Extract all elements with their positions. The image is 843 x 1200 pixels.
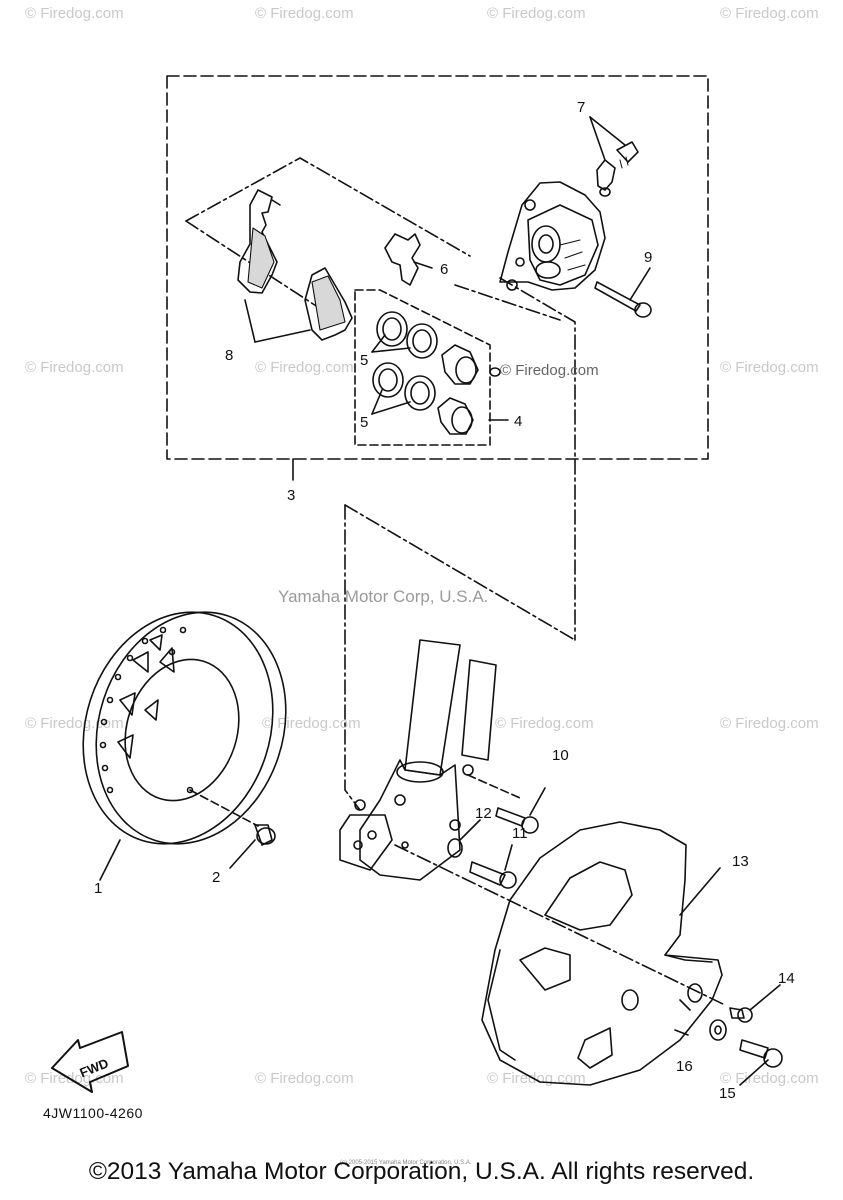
- watermark: © Firedog.com: [255, 5, 354, 22]
- part-label: 13: [732, 853, 749, 870]
- alignment-line: [344, 504, 576, 641]
- cover-bolt: [729, 1007, 753, 1023]
- tiny-credit: (c) 2005-2015 Yamaha Motor Corporation, …: [340, 1160, 472, 1166]
- caliper-piston: [437, 397, 474, 435]
- leader-line: [371, 347, 411, 353]
- disc-screw: [254, 824, 276, 846]
- alignment-line: [454, 284, 561, 321]
- watermark: © Firedog.com: [720, 359, 819, 376]
- seal-kit-box: [354, 289, 491, 446]
- part-label: 11: [512, 825, 528, 842]
- leader-line: [371, 389, 383, 415]
- leader-line: [679, 867, 721, 916]
- watermark: © Firedog.com: [255, 1070, 354, 1087]
- leader-line: [99, 839, 121, 881]
- piston-seal: [406, 323, 438, 359]
- piston-seal: [372, 362, 404, 398]
- watermark: © Firedog.com: [262, 715, 361, 732]
- part-label: 16: [676, 1058, 693, 1075]
- part-label: 4: [514, 413, 522, 430]
- brake-pad: [237, 189, 281, 294]
- part-label: 2: [212, 869, 220, 886]
- part-label: 9: [644, 249, 652, 266]
- alignment-line: [344, 504, 361, 811]
- alignment-line: [394, 844, 726, 1006]
- front-fork: [339, 639, 497, 881]
- leader-line: [413, 261, 433, 269]
- part-label: 7: [577, 99, 585, 116]
- part-label: 10: [552, 747, 569, 764]
- cover-bolt: [739, 1039, 783, 1068]
- center-watermark: Yamaha Motor Corp, U.S.A.: [278, 587, 489, 606]
- pad-support-clip: [384, 233, 421, 286]
- piston-seal: [376, 311, 408, 347]
- leader-line: [244, 299, 256, 343]
- brake-disc: [82, 611, 287, 845]
- watermark: © Firedog.com: [495, 715, 594, 732]
- disc-cover: [481, 821, 723, 1086]
- watermark: © Firedog.com: [487, 5, 586, 22]
- watermark: © Firedog.com: [25, 715, 124, 732]
- watermark: © Firedog.com: [25, 359, 124, 376]
- piston-seal: [404, 375, 436, 411]
- watermark: © Firedog.com: [255, 359, 354, 376]
- alignment-line: [467, 774, 521, 799]
- caliper-bolt: [594, 281, 652, 318]
- part-label: 1: [94, 880, 102, 897]
- watermark: © Firedog.com: [25, 5, 124, 22]
- leader-line: [749, 984, 781, 1011]
- part-label: 12: [475, 805, 492, 822]
- leader-line: [589, 116, 606, 161]
- caliper-mount-bolt: [495, 807, 539, 834]
- alignment-line: [499, 277, 576, 641]
- part-code: 4JW1100-4260: [43, 1105, 143, 1121]
- alignment-line: [189, 789, 259, 827]
- leader-line: [229, 839, 256, 869]
- washer: [447, 838, 463, 858]
- piston-dot: [489, 367, 501, 377]
- copyright-text: ©2013 Yamaha Motor Corporation, U.S.A. A…: [88, 1158, 755, 1185]
- brake-caliper: [499, 181, 606, 291]
- cover-washer: [709, 1019, 727, 1041]
- part-label: 15: [719, 1085, 736, 1102]
- leader-line: [371, 401, 411, 415]
- leader-line: [589, 116, 626, 146]
- watermark-group: © Firedog.com © Firedog.com © Firedog.co…: [25, 5, 819, 1087]
- part-label: 8: [225, 347, 233, 364]
- caliper-piston: [441, 344, 479, 385]
- part-label: 14: [778, 970, 795, 987]
- brake-pad: [304, 267, 353, 341]
- leader-line: [371, 334, 386, 353]
- fwd-arrow-icon: [51, 1031, 129, 1093]
- part-label: 3: [287, 487, 295, 504]
- watermark: © Firedog.com: [25, 1070, 124, 1087]
- bleed-screw: [596, 141, 639, 197]
- watermark: © Firedog.com: [720, 1070, 819, 1087]
- part-label-group: 1 2 3 4 5 5 6 7 8 9 10 11 12 13 14 15 16: [94, 99, 795, 1102]
- alignment-line: [185, 157, 471, 257]
- watermark: © Firedog.com: [720, 5, 819, 22]
- part-label: 6: [440, 261, 448, 278]
- watermark: © Firedog.com: [720, 715, 819, 732]
- leader-line: [629, 267, 651, 301]
- inline-watermark: © Firedog.com: [500, 362, 599, 379]
- part-label: 5: [360, 414, 368, 431]
- axle-bolt: [469, 861, 517, 889]
- leader-line: [459, 819, 481, 841]
- leader-line: [254, 329, 311, 343]
- part-label: 5: [360, 352, 368, 369]
- leader-line: [504, 844, 513, 871]
- leader-line: [739, 1059, 769, 1086]
- caliper-assembly-box: [166, 75, 709, 460]
- leader-line: [529, 787, 546, 816]
